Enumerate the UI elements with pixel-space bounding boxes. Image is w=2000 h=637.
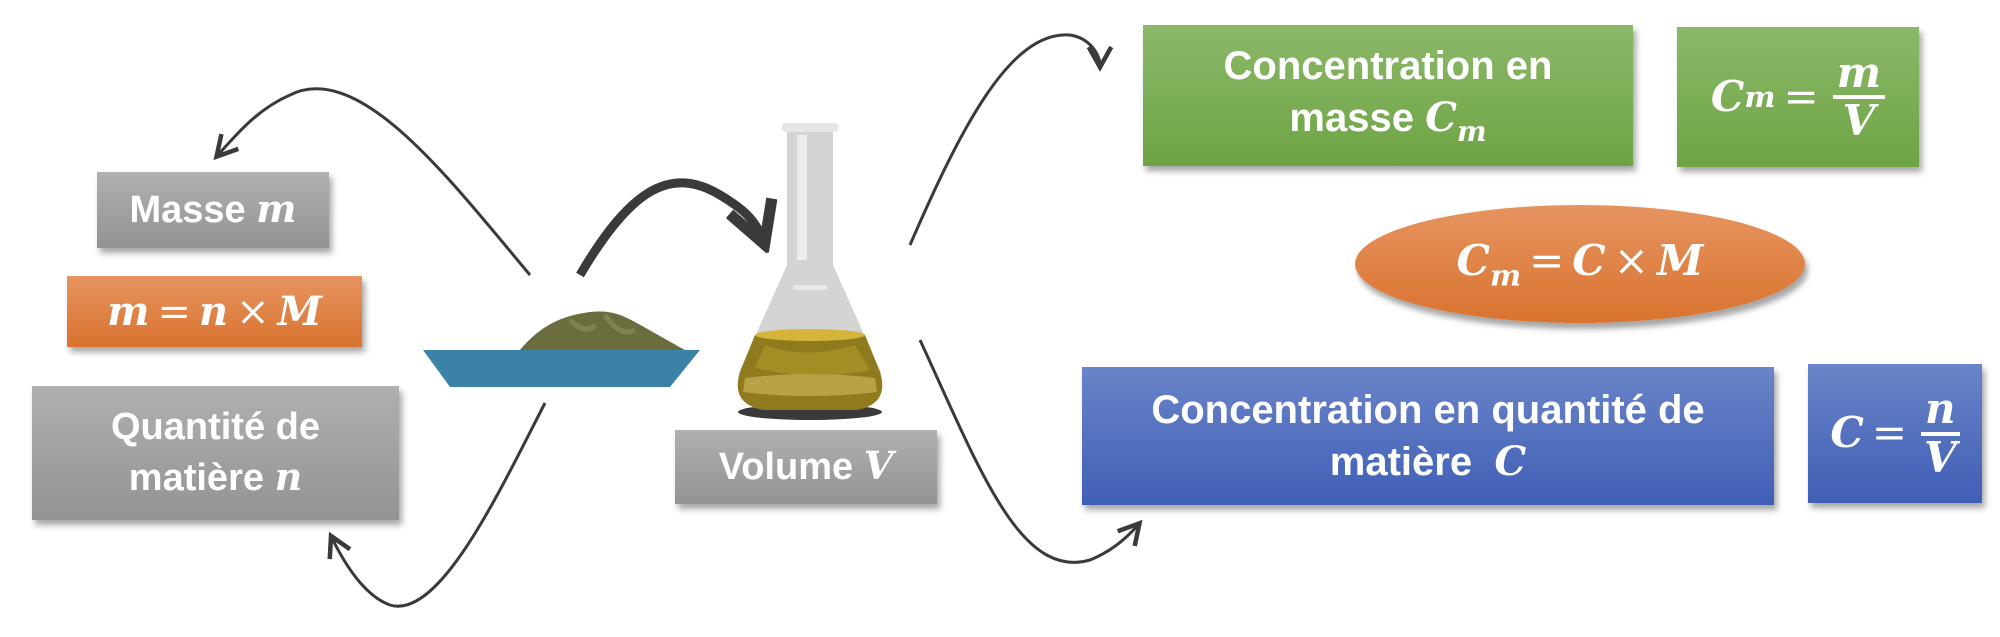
formula-term: C (1710, 71, 1745, 121)
fraction-denominator: V (1924, 432, 1957, 482)
molar-concentration-symbol: C (1494, 438, 1527, 485)
formula-term: n (198, 287, 229, 335)
arrow-dish-to-flask (576, 178, 763, 278)
arrow-dish-to-mass (218, 87, 532, 276)
molar-concentration-line1: Concentration en quantité de (1151, 388, 1705, 432)
formula-subscript: m (1489, 257, 1522, 293)
molar-concentration-line2: matière (1329, 440, 1473, 484)
fraction-numerator: m (1832, 50, 1886, 99)
formula-operator: = (157, 288, 191, 335)
formula-term: M (1656, 235, 1704, 285)
mass-concentration-symbol: C (1425, 94, 1457, 142)
fraction-numerator: n (1921, 387, 1960, 436)
volume-label: Volume (718, 446, 854, 489)
arrow-flask-to-mass-concentration (908, 33, 1100, 246)
quantity-label-line1: Quantité de (110, 405, 321, 448)
formula-term: C (1830, 408, 1864, 458)
arrow-dish-to-quantity (332, 402, 547, 608)
erlenmeyer-flask-icon (737, 123, 883, 420)
fraction-denominator: V (1842, 96, 1876, 145)
formula-operator: = (1871, 408, 1908, 458)
formula-term: C (1572, 235, 1606, 285)
volume-symbol: V (863, 443, 894, 489)
mass-concentration-line1: Concentration en (1223, 44, 1553, 89)
formula-operator: × (1613, 235, 1649, 285)
formula-term: M (277, 287, 322, 335)
formula-operator: = (1783, 71, 1819, 121)
mass-concentration-sub: m (1456, 115, 1487, 149)
formula-operator: × (236, 288, 270, 335)
formula-operator: = (1529, 235, 1565, 285)
quantity-label-line2: matière (128, 457, 264, 499)
formula-term: C (1456, 235, 1490, 285)
formula-term: m (107, 287, 150, 335)
molar-concentration-box: Concentration en quantité de matière C (1082, 367, 1774, 505)
relation-ellipse: Cm=C×M (1355, 205, 1805, 323)
arrow-flask-to-molar-concentration (918, 339, 1138, 564)
mass-concentration-box: Concentration en masse Cm (1143, 25, 1633, 166)
mass-symbol: m (256, 186, 297, 232)
mass-concentration-line2: masse (1289, 96, 1414, 141)
mass-formula-box: m=n×M (67, 276, 362, 347)
powder-on-dish-icon (423, 311, 700, 387)
formula-subscript: m (1744, 78, 1776, 114)
volume-box: Volume V (675, 430, 937, 504)
quantity-symbol: n (274, 454, 303, 499)
quantity-box: Quantité de matière n (32, 386, 399, 520)
mass-box: Masse m (97, 172, 329, 248)
mass-label: Masse (129, 189, 246, 232)
